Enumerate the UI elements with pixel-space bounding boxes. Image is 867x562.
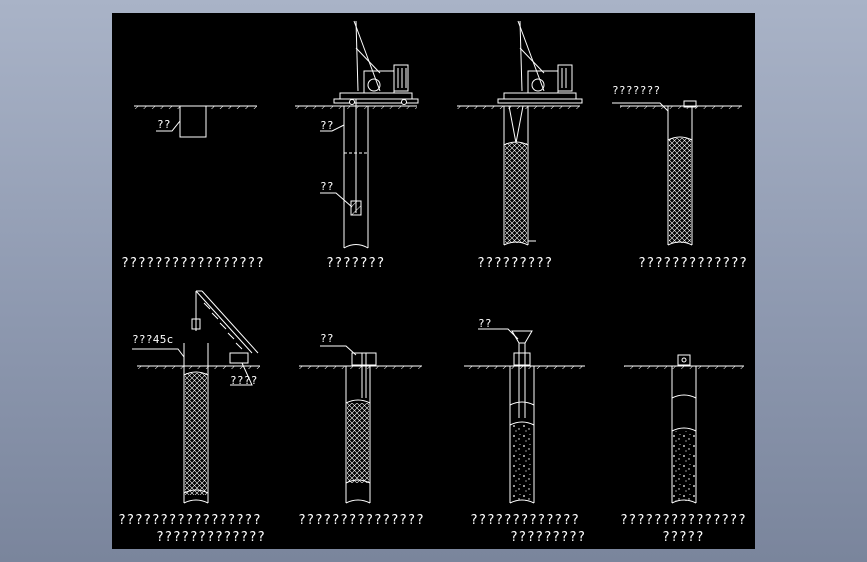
- stage-3-caption: ?????????: [477, 256, 553, 271]
- stage-4-caption: ?????????????: [638, 256, 748, 271]
- stage-2-drawing: [295, 20, 419, 249]
- stage-5-label-2: ????: [230, 374, 258, 387]
- stage-6-drawing: [299, 345, 422, 504]
- stage-4-label-1: ???????: [612, 84, 661, 97]
- stage-6-caption: ???????????????: [298, 513, 425, 528]
- stage-5-caption-line-1: ?????????????????: [118, 513, 262, 528]
- stage-2-caption: ???????: [326, 256, 385, 271]
- stage-5-drawing: [132, 290, 260, 504]
- stage-4-drawing: [612, 100, 742, 246]
- construction-stages-diagram: [132, 20, 744, 504]
- stage-8-drawing: [624, 354, 744, 504]
- stage-1-drawing: [134, 105, 257, 138]
- stage-1-caption: ?????????????????: [121, 256, 265, 271]
- stage-7-caption-line-2: ?????????: [510, 530, 586, 545]
- stage-6-label-1: ??: [320, 332, 334, 345]
- stage-3-drawing: [457, 20, 583, 246]
- stage-7-label-1: ??: [478, 317, 492, 330]
- stage-2-label-2: ??: [320, 180, 334, 193]
- stage-8-caption-line-1: ???????????????: [620, 513, 747, 528]
- stage-2-label-1: ??: [320, 119, 334, 132]
- stage-1-label-1: ??: [157, 118, 171, 131]
- stage-7-drawing: [464, 328, 585, 504]
- drawing-canvas: ?? ?? ?? ??????? ???45c ???? ?? ?? ?????…: [112, 13, 755, 549]
- stage-8-caption-line-2: ?????: [662, 530, 705, 545]
- stage-5-caption-line-2: ?????????????: [156, 530, 266, 545]
- stage-5-label-1: ???45c: [132, 333, 174, 346]
- stage-7-caption-line-1: ?????????????: [470, 513, 580, 528]
